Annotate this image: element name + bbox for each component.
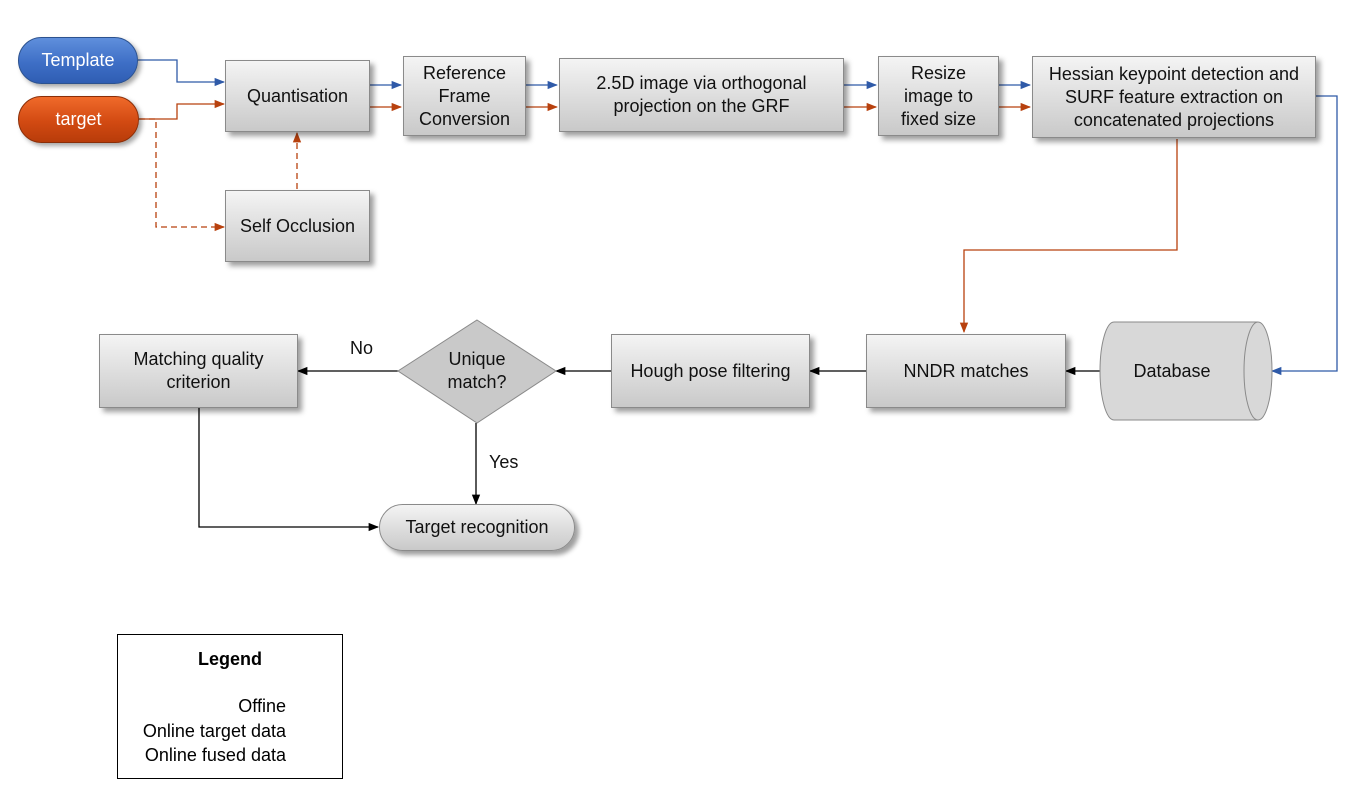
matching-quality-node: Matching quality criterion [99, 334, 298, 408]
hessian-node: Hessian keypoint detection and SURF feat… [1032, 56, 1316, 138]
edge-template-to-quantisation [138, 59, 226, 87]
edge-label-no: No [350, 338, 374, 358]
self-occlusion-node: Self Occlusion [225, 190, 370, 262]
target-node: target [18, 96, 139, 143]
edge-target-to-self-occlusion [139, 118, 226, 232]
hough-node: Hough pose filtering [611, 334, 810, 408]
database-node: Database [1133, 360, 1211, 381]
decision-diamond [397, 319, 557, 424]
reference-frame-node: Reference Frame Conversion [403, 56, 526, 136]
edge-hessian-to-nndr [959, 139, 1178, 334]
edge-target-to-quantisation [139, 99, 226, 120]
legend: Legend Offine Online target data Online … [117, 634, 343, 779]
legend-online-fused-label: Online fused data [144, 745, 286, 765]
unique-match-node: Unique match? [447, 349, 507, 392]
edge-hessian-to-database [1270, 95, 1338, 376]
database-cylinder [1099, 321, 1273, 421]
edge-matching-quality-to-target-recognition [198, 408, 380, 532]
legend-online-target-label: Online target data [142, 721, 286, 741]
resize-node: Resize image to fixed size [878, 56, 999, 136]
legend-title: Legend [197, 649, 262, 669]
projection-node: 2.5D image via orthogonal projection on … [559, 58, 844, 132]
nndr-node: NNDR matches [866, 334, 1066, 408]
quantisation-node: Quantisation [225, 60, 370, 132]
legend-offline-label: Offine [238, 696, 286, 716]
edge-label-yes: Yes [489, 452, 519, 472]
template-node: Template [18, 37, 138, 84]
target-recognition-node: Target recognition [379, 504, 575, 551]
